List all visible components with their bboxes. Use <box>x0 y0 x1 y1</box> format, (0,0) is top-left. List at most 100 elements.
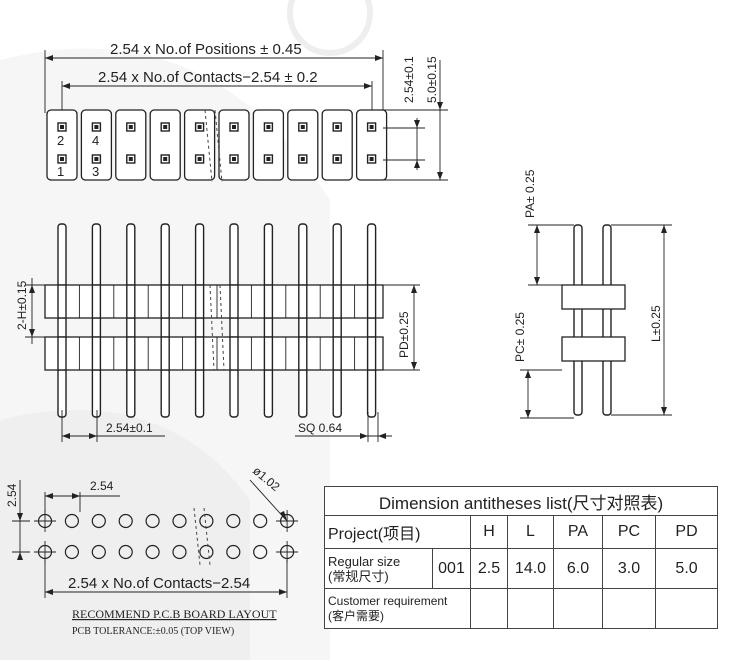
custom-pc <box>602 588 656 629</box>
header-pc: PC <box>602 515 656 549</box>
pin-through-body <box>263 336 274 371</box>
front-pitch-dimension: 2.54±0.1 <box>106 421 153 435</box>
square-pin-core <box>128 125 133 129</box>
pcb-layout: 2.54 2.54 ø1.02 2.54 x No.of Contacts−2.… <box>5 464 299 637</box>
pcb-contacts-dimension: 2.54 x No.of Contacts−2.54 <box>68 575 250 592</box>
pin-through-body <box>91 336 102 371</box>
pin-label-4: 4 <box>92 133 99 148</box>
regular-l: 14.0 <box>507 548 554 589</box>
square-pin-core <box>128 157 133 161</box>
pin-through-body <box>194 284 205 319</box>
square-pin-core <box>335 125 340 129</box>
watermark-shape <box>0 0 373 660</box>
pin-label-2: 2 <box>57 133 64 148</box>
square-pin-core <box>369 125 374 129</box>
body-segment <box>321 109 353 181</box>
pcb-hole <box>145 513 160 529</box>
dimension-table: Dimension antitheses list(尺寸对照表) Project… <box>323 486 719 629</box>
positions-dimension: 2.54 x No.of Positions ± 0.45 <box>110 41 302 58</box>
square-pin-core <box>232 157 236 161</box>
pin-through-body <box>263 284 274 319</box>
pcb-hole <box>172 544 187 560</box>
pin-through-body <box>91 284 102 319</box>
pcb-hole <box>226 544 241 560</box>
pin-through-body <box>298 336 308 371</box>
pcb-hole <box>226 513 241 529</box>
l-dimension: L±0.25 <box>649 305 663 342</box>
pin-through-body <box>229 284 239 319</box>
header-pin <box>194 223 205 418</box>
pcb-hole <box>64 513 80 529</box>
header-pin <box>366 223 377 418</box>
square-pin-core <box>369 157 374 161</box>
body-segment <box>355 109 388 181</box>
pin-through-body <box>366 336 377 371</box>
pin-through-body <box>57 336 67 371</box>
pin-through-body <box>332 336 342 371</box>
square-pin-core <box>266 157 271 161</box>
header-project: Project(项目) <box>324 515 471 549</box>
pin-through-body <box>160 284 170 319</box>
square-pin-core <box>94 125 99 129</box>
square-pin-core <box>335 157 340 161</box>
body-segment <box>46 109 78 181</box>
width-dimension: 5.0±0.15 <box>425 56 439 103</box>
header-h: H <box>470 515 508 549</box>
pin-through-body <box>194 336 205 371</box>
body-segment <box>252 109 285 181</box>
square-pin-core <box>300 125 305 129</box>
custom-pd <box>654 588 719 629</box>
table-title: Dimension antitheses list(尺寸对照表) <box>323 486 719 516</box>
side-view: PA± 0.25 PC± 0.25 L±0.25 <box>513 169 672 419</box>
pcb-tolerance-note: PCB TOLERANCE:±0.05 (TOP VIEW) <box>72 626 234 637</box>
square-pin-core <box>197 157 202 161</box>
header-pin <box>91 223 102 418</box>
pc-dimension: PC± 0.25 <box>513 312 527 362</box>
header-l: L <box>507 515 554 549</box>
body-segment <box>149 109 181 181</box>
square-pin-core <box>266 125 271 129</box>
pin-through-body <box>229 336 239 371</box>
top-view: 2.54 x No.of Positions ± 0.45 2.54 x No.… <box>44 41 448 183</box>
pin-label-3: 3 <box>92 164 99 179</box>
pcb-hole <box>253 513 268 529</box>
custom-pa <box>553 588 603 629</box>
pin-through-body <box>160 336 170 371</box>
header-pin <box>160 223 170 418</box>
insulator-body <box>44 284 384 319</box>
pcb-hole <box>118 544 133 560</box>
square-pin-core <box>60 157 64 161</box>
header-pin <box>57 223 67 418</box>
pin-through-body <box>126 336 136 371</box>
regular-code: 001 <box>432 548 471 589</box>
pcb-hole <box>64 544 80 560</box>
square-pin-core <box>163 125 168 129</box>
pin-through-body <box>298 284 308 319</box>
pcb-hole <box>91 544 106 560</box>
height-dimension: 2-H±0.15 <box>15 280 29 330</box>
square-pin-core <box>197 125 202 129</box>
contacts-dimension: 2.54 x No.of Contacts−2.54 ± 0.2 <box>98 69 318 86</box>
regular-pc: 3.0 <box>602 548 656 589</box>
pin-through-body <box>332 284 342 319</box>
header-pa: PA <box>553 515 603 549</box>
body-segment <box>115 109 147 181</box>
square-dimension: SQ 0.64 <box>298 421 342 435</box>
pin-through-body <box>57 284 67 319</box>
pin-through-body <box>366 284 377 319</box>
header-pd: PD <box>654 515 719 549</box>
body-segment <box>287 109 319 181</box>
pcb-hole <box>172 513 187 529</box>
pcb-hole <box>91 513 106 529</box>
body-segment <box>183 109 216 181</box>
header-pin <box>332 223 342 418</box>
regular-pd: 5.0 <box>654 548 719 589</box>
square-pin-core <box>163 157 168 161</box>
regular-size-label: Regular size (常规尺寸) <box>324 548 433 589</box>
pcb-row-pitch: 2.54 <box>5 483 19 507</box>
regular-pa: 6.0 <box>553 548 603 589</box>
pcb-hole <box>118 513 133 529</box>
pcb-hole <box>253 544 268 560</box>
regular-h: 2.5 <box>470 548 508 589</box>
